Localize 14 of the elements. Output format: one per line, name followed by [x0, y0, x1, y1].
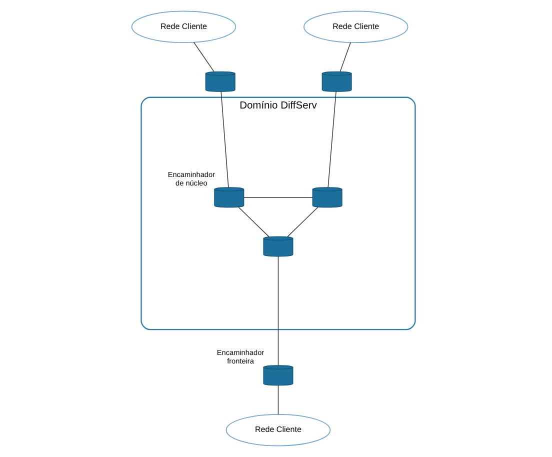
connector — [286, 206, 318, 237]
connector — [192, 42, 214, 72]
node-ellipse: Rede Cliente — [225, 414, 330, 446]
connector — [277, 256, 278, 366]
connector — [220, 91, 228, 188]
connector — [243, 197, 313, 198]
node-ellipse: Rede Cliente — [302, 10, 408, 44]
connector — [277, 385, 278, 415]
connector — [339, 42, 350, 72]
connector — [327, 91, 336, 188]
connector — [238, 206, 269, 237]
node-ellipse: Rede Cliente — [130, 10, 236, 44]
node-label: Encaminhador de núcleo — [167, 170, 214, 188]
node-label: Encaminhador fronteira — [216, 348, 264, 366]
